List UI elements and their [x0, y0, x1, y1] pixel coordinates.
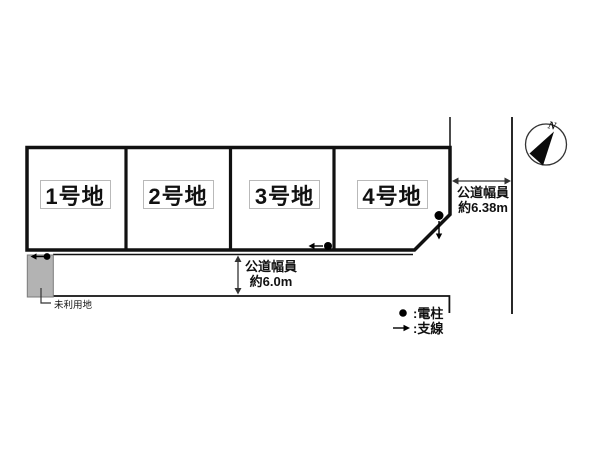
right-road-width-label: 公道幅員 約6.38m: [450, 185, 516, 216]
right-road-name-text: 公道幅員: [456, 185, 509, 200]
bottom-road-bottom-edge-line: [53, 295, 451, 313]
lot-label-1: 1号地: [39, 180, 111, 209]
legend-wire-icon: [393, 324, 410, 332]
utility-pole-icon: [324, 242, 332, 250]
utility-pole-icon: [434, 211, 444, 220]
legend-wire-label: :支線: [413, 321, 444, 336]
bottom-road-dimension-arrow: [234, 255, 242, 295]
unused-land-label: 未利用地: [54, 300, 93, 311]
bottom-road-width-label: 公道幅員 約6.0m: [238, 259, 304, 290]
guy-wire-icon: [30, 253, 44, 260]
legend-pole-label: :電柱: [413, 306, 444, 321]
lot-label-3: 3号地: [249, 180, 320, 209]
unused-land-leader-line: [40, 288, 51, 304]
guy-wire-icon: [435, 221, 443, 240]
lot-block-outline: [25, 145, 452, 252]
utility-pole-icon: [43, 253, 51, 260]
lot-label-4: 4号地: [356, 180, 428, 209]
unused-land-parcel: [26, 254, 54, 298]
legend-pole-icon: [399, 309, 407, 317]
lot-label-2: 2号地: [142, 180, 214, 209]
compass-icon: [524, 123, 568, 166]
bottom-road-name-text: 公道幅員: [244, 259, 297, 274]
bottom-road-width-text: 約6.0m: [249, 274, 293, 290]
guy-wire-icon: [308, 242, 323, 250]
right-road-dimension-arrow: [452, 177, 511, 185]
right-road-width-text: 約6.38m: [458, 200, 508, 216]
